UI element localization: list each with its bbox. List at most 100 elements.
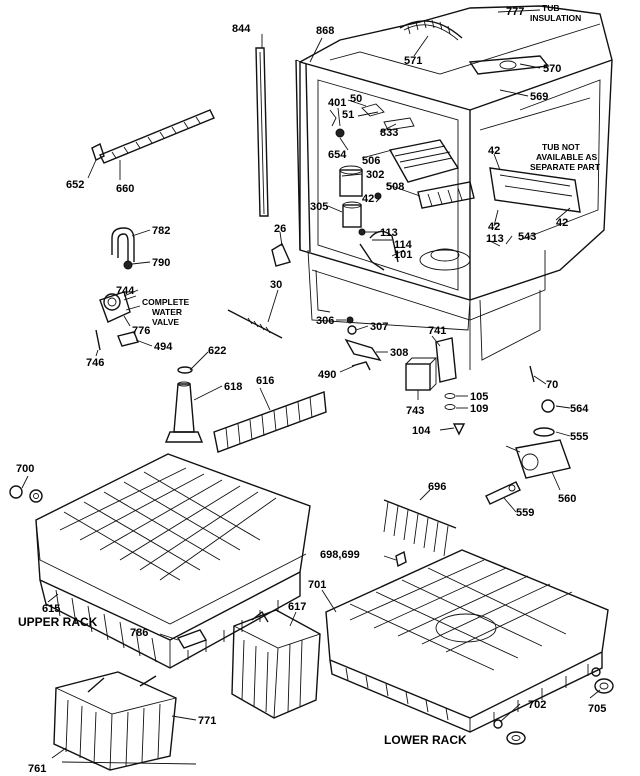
water-valve-744	[99, 291, 141, 323]
label-508: 508	[386, 181, 404, 193]
label-782: 782	[152, 225, 170, 237]
label-615: 615	[42, 603, 60, 615]
label-114: 114	[394, 239, 413, 251]
basket-617	[231, 609, 321, 719]
label-543: 543	[518, 231, 536, 243]
link-559	[485, 481, 521, 505]
wheel-702	[493, 719, 526, 745]
clip-490	[351, 361, 371, 371]
screw-746	[95, 329, 101, 351]
clip-698-699	[395, 550, 407, 568]
label-622: 622	[208, 345, 226, 357]
label-696: 696	[428, 481, 446, 493]
spring-30	[227, 309, 283, 339]
label-559: 559	[516, 507, 534, 519]
bracket-307	[347, 325, 357, 335]
upper-rack-615	[35, 453, 311, 669]
note-tub-insulation: TUB INSULATION	[530, 3, 581, 23]
label-42-b: 42	[488, 145, 500, 157]
clip-652	[91, 143, 105, 161]
label-308: 308	[390, 347, 408, 359]
seal-555	[533, 427, 555, 437]
leader-lines	[21, 9, 601, 765]
label-101: 101	[394, 249, 412, 261]
label-42-d: 42	[488, 221, 500, 233]
label-113-a: 113	[380, 227, 398, 239]
label-569: 569	[530, 91, 548, 103]
label-790: 790	[152, 257, 170, 269]
svg-text:TUB NOT: TUB NOT	[542, 142, 581, 152]
label-51: 51	[342, 109, 354, 121]
svg-text:SEPARATE PART: SEPARATE PART	[530, 162, 601, 172]
tub-assembly	[299, 5, 613, 370]
vent-660	[99, 109, 215, 164]
plate-741	[435, 337, 457, 383]
label-777: 777	[506, 6, 524, 18]
label-305: 305	[310, 201, 328, 213]
float-564	[541, 399, 555, 413]
label-26: 26	[274, 223, 286, 235]
label-494: 494	[154, 341, 173, 353]
basket-771	[53, 671, 177, 771]
wheel-700	[9, 485, 43, 503]
part-number-labels: 844 868 777 571 570 569 401 50 51 833 65…	[16, 6, 606, 775]
motor-560	[505, 439, 571, 479]
label-306: 306	[316, 315, 334, 327]
label-844: 844	[232, 23, 251, 35]
cap-104	[452, 423, 466, 436]
label-705: 705	[588, 703, 606, 715]
label-560: 560	[558, 493, 576, 505]
label-555: 555	[570, 431, 588, 443]
label-776: 776	[132, 325, 150, 337]
tine-696	[383, 499, 457, 557]
front-frame-868	[295, 59, 311, 253]
label-113-b: 113	[486, 233, 504, 245]
nozzle-622	[177, 366, 193, 374]
bracket-494	[117, 331, 139, 347]
relay-743	[405, 357, 438, 391]
label-105: 105	[470, 391, 488, 403]
svg-text:WATER: WATER	[152, 307, 182, 317]
bracket-308	[344, 338, 382, 362]
wheel-705	[591, 667, 614, 694]
label-30: 30	[270, 279, 282, 291]
label-654: 654	[328, 149, 347, 161]
hinge-26	[271, 242, 291, 267]
label-761: 761	[28, 763, 46, 775]
label-70: 70	[546, 379, 558, 391]
label-698-699: 698,699	[320, 549, 360, 561]
spray-tower-618	[164, 381, 204, 443]
caption-upper-rack: UPPER RACK	[18, 615, 98, 629]
label-42-c: 42	[556, 217, 568, 229]
label-868: 868	[316, 25, 334, 37]
svg-text:TUB: TUB	[542, 3, 559, 13]
caption-lower-rack: LOWER RACK	[384, 733, 467, 747]
label-833: 833	[380, 127, 398, 139]
bolt-70	[529, 365, 535, 383]
label-50: 50	[350, 93, 362, 105]
clamp-790	[123, 260, 133, 270]
label-744: 744	[116, 285, 135, 297]
svg-text:COMPLETE: COMPLETE	[142, 297, 190, 307]
label-618: 618	[224, 381, 242, 393]
label-307: 307	[370, 321, 388, 333]
label-771: 771	[198, 715, 216, 727]
label-401: 401	[328, 97, 346, 109]
label-746: 746	[86, 357, 104, 369]
label-490: 490	[318, 369, 336, 381]
label-570: 570	[543, 63, 561, 75]
label-42-a: 42	[362, 193, 374, 205]
screw-306	[346, 316, 354, 324]
shield-616	[213, 391, 327, 453]
note-tub-not-available: TUB NOT AVAILABLE AS SEPARATE PART	[530, 142, 601, 172]
label-660: 660	[116, 183, 134, 195]
label-701: 701	[308, 579, 326, 591]
door-seal-844	[255, 47, 269, 217]
label-786: 786	[130, 627, 148, 639]
label-652: 652	[66, 179, 84, 191]
svg-text:AVAILABLE AS: AVAILABLE AS	[536, 152, 598, 162]
label-109: 109	[470, 403, 488, 415]
hose-782	[111, 227, 135, 262]
